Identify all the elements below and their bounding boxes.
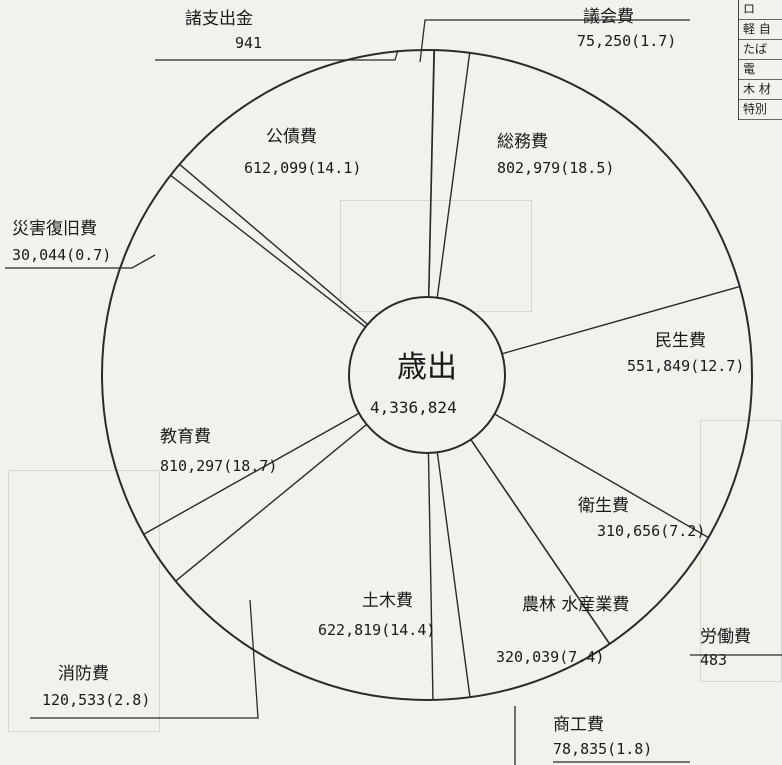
slice-label-saigai: 災害復旧費 [12, 219, 97, 239]
slice-value-gikai: 75,250(1.7) [577, 32, 677, 50]
slice-label-kyoiku: 教育費 [160, 427, 211, 447]
slice-divider [179, 163, 369, 325]
center-total: 4,336,824 [370, 398, 457, 417]
leader-lines [5, 19, 782, 765]
slice-label-doboku: 土木費 [362, 591, 413, 611]
slice-divider [427, 50, 435, 298]
slice-label-rodo: 労働費 [700, 627, 751, 647]
slice-label-somu: 総務費 [497, 132, 548, 152]
slice-label-minsei: 民生費 [655, 331, 706, 351]
slice-value-shoshishutsu: 941 [235, 34, 263, 52]
leader-line [419, 19, 690, 63]
slice-divider [175, 423, 368, 582]
slice-divider [470, 439, 611, 645]
slice-label-eisei: 衛生費 [578, 496, 629, 516]
pie-outline [101, 49, 753, 701]
slice-value-minsei: 551,849(12.7) [627, 357, 745, 375]
slice-divider [494, 413, 709, 539]
slice-divider [501, 285, 740, 355]
slice-value-saigai: 30,044(0.7) [12, 246, 112, 264]
slice-divider [427, 452, 434, 700]
slice-value-kyoiku: 810,297(18.7) [160, 457, 278, 475]
slice-value-somu: 802,979(18.5) [497, 159, 615, 177]
slice-label-kosai: 公債費 [266, 127, 317, 147]
side-table: ロ 軽 自 たば 電 木 材 特別 [738, 0, 782, 120]
slice-value-kosai: 612,099(14.1) [244, 159, 362, 177]
side-table-cell: 電 [739, 60, 782, 80]
slice-label-shoshishutsu: 諸支出金 [185, 9, 253, 29]
side-table-cell: ロ [739, 0, 782, 20]
slice-label-shoko: 商工費 [553, 715, 604, 735]
center-title: 歳出 [397, 350, 457, 385]
slice-divider [436, 52, 471, 298]
slice-value-norin: 320,039(7.4) [496, 648, 605, 666]
slice-label-gikai: 議会費 [583, 7, 634, 27]
leader-line [30, 599, 259, 719]
slice-label-norin: 農林 水産業費 [522, 595, 630, 615]
side-table-cell: 軽 自 [739, 20, 782, 40]
leader-line [5, 254, 156, 269]
slice-dividers [143, 50, 740, 700]
slice-value-doboku: 622,819(14.4) [318, 621, 436, 639]
slice-label-shobo: 消防費 [58, 664, 109, 684]
center-circle [348, 296, 506, 454]
side-table-cell: たば [739, 40, 782, 60]
slice-value-shobo: 120,533(2.8) [42, 691, 151, 709]
slice-value-rodo: 483 [700, 651, 728, 669]
slice-value-shoko: 78,835(1.8) [553, 740, 653, 758]
background-text-frame [8, 470, 160, 732]
side-table-cell: 特別 [739, 100, 782, 120]
slice-divider [143, 412, 360, 535]
slice-divider [170, 174, 366, 328]
slice-divider [436, 452, 471, 698]
leader-line [155, 49, 399, 61]
slice-value-eisei: 310,656(7.2) [597, 522, 706, 540]
side-table-cell: 木 材 [739, 80, 782, 100]
